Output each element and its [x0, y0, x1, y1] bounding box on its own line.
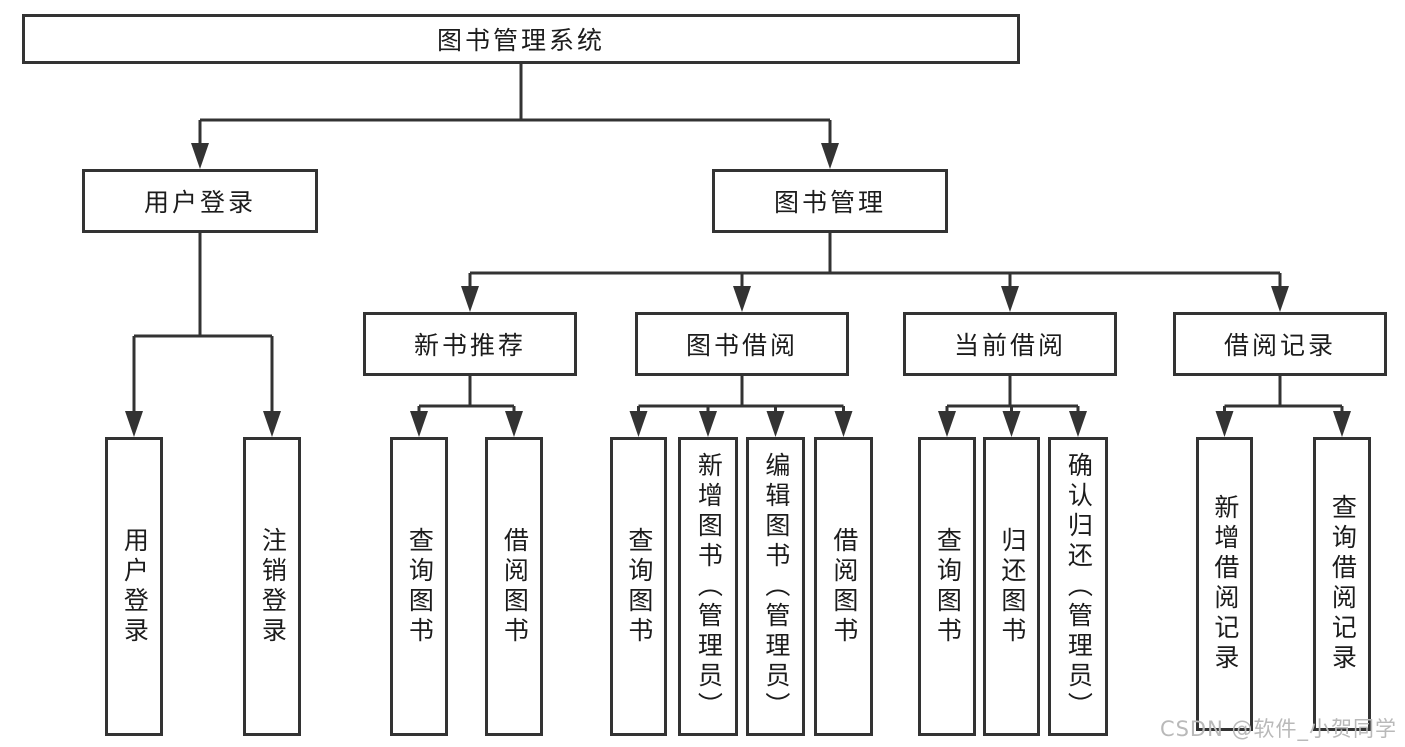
arrowhead	[821, 143, 839, 169]
node-leaf-b1: 查询图书	[390, 437, 448, 736]
node-user-login: 用户登录	[82, 169, 318, 233]
connector	[945, 376, 1080, 429]
node-leaf-c2: 新增图书（管理员）	[678, 437, 738, 736]
node-label: 图书管理系统	[436, 26, 605, 55]
arrowhead	[505, 411, 523, 437]
connector	[637, 376, 845, 429]
node-label: 确认归还（管理员）	[1064, 451, 1094, 722]
arrowhead	[699, 411, 717, 437]
connector	[468, 233, 1282, 304]
node-cur-borrow: 当前借阅	[903, 312, 1117, 376]
node-root: 图书管理系统	[22, 14, 1020, 64]
node-label: 借阅图书	[500, 526, 530, 647]
node-label: 查询借阅记录	[1328, 494, 1358, 674]
arrowhead	[461, 286, 479, 312]
arrowhead	[938, 411, 956, 437]
node-label: 编辑图书（管理员）	[761, 451, 791, 722]
arrowhead	[766, 411, 785, 437]
node-label: 借阅记录	[1223, 331, 1336, 360]
node-label: 新增图书（管理员）	[694, 451, 724, 722]
connector	[198, 64, 832, 161]
node-label: 用户登录	[143, 188, 256, 217]
node-book-borrow: 图书借阅	[635, 312, 849, 376]
node-leaf-a1: 用户登录	[105, 437, 163, 736]
node-book-mgmt: 图书管理	[712, 169, 948, 233]
arrowhead	[1271, 286, 1289, 312]
arrowhead	[263, 411, 281, 437]
arrowhead	[1333, 411, 1351, 437]
node-new-rec: 新书推荐	[363, 312, 577, 376]
node-leaf-d1: 查询图书	[918, 437, 976, 736]
arrowhead	[410, 411, 428, 437]
node-leaf-c1: 查询图书	[610, 437, 667, 736]
node-label: 归还图书	[997, 526, 1027, 647]
arrowhead	[1002, 411, 1021, 437]
node-label: 注销登录	[258, 526, 288, 647]
node-borrow-rec: 借阅记录	[1173, 312, 1387, 376]
node-leaf-d2: 归还图书	[983, 437, 1040, 736]
arrowhead	[629, 411, 648, 437]
arrowhead	[1215, 411, 1234, 437]
arrowhead	[733, 286, 751, 312]
node-leaf-c4: 借阅图书	[814, 437, 873, 736]
arrowhead	[125, 411, 143, 437]
watermark: CSDN @软件_小贺同学	[1159, 717, 1397, 741]
connector	[417, 376, 516, 429]
arrowhead	[834, 411, 853, 437]
node-label: 图书管理	[773, 188, 886, 217]
node-label: 用户登录	[120, 526, 150, 647]
node-label: 查询图书	[624, 526, 654, 647]
connector	[132, 233, 274, 429]
node-label: 当前借阅	[953, 331, 1066, 360]
node-label: 新书推荐	[413, 331, 526, 360]
node-leaf-e1: 新增借阅记录	[1196, 437, 1253, 731]
node-leaf-d3: 确认归还（管理员）	[1048, 437, 1108, 736]
node-leaf-a2: 注销登录	[243, 437, 301, 736]
node-label: 查询图书	[933, 526, 963, 647]
node-leaf-e2: 查询借阅记录	[1313, 437, 1371, 731]
node-label: 借阅图书	[829, 526, 859, 647]
node-label: 图书借阅	[685, 331, 798, 360]
node-leaf-b2: 借阅图书	[485, 437, 543, 736]
node-leaf-c3: 编辑图书（管理员）	[746, 437, 805, 736]
arrowhead	[191, 143, 209, 169]
connector	[1223, 376, 1344, 429]
node-label: 查询图书	[405, 526, 435, 647]
node-label: 新增借阅记录	[1210, 494, 1240, 674]
arrowhead	[1001, 286, 1019, 312]
arrowhead	[1069, 411, 1087, 437]
